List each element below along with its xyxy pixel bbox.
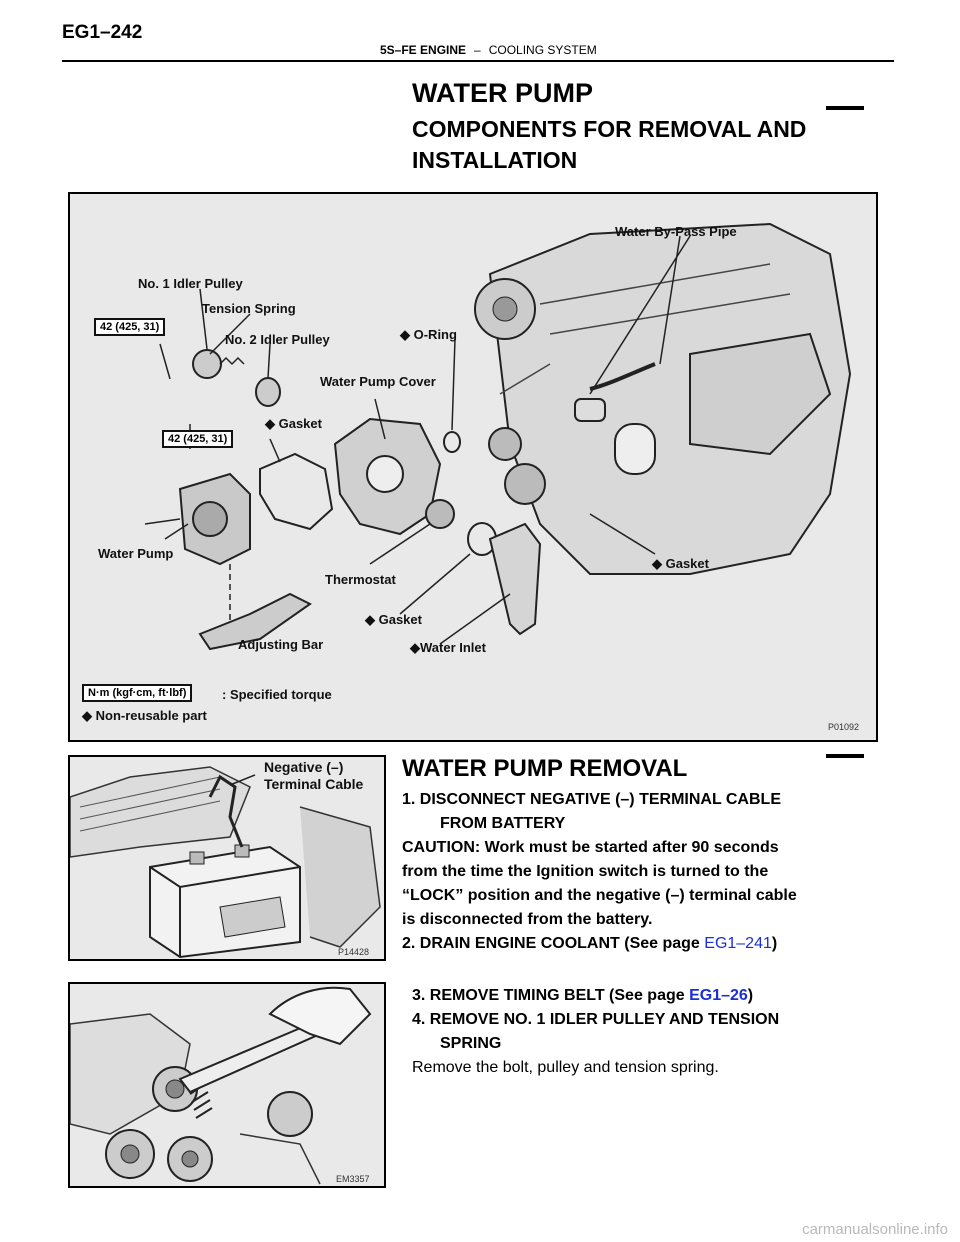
label-water-pump: Water Pump xyxy=(98,546,174,561)
caution-line-1: CAUTION: Work must be started after 90 s… xyxy=(402,839,779,856)
step-1-line-1: 1. DISCONNECT NEGATIVE (–) TERMINAL CABL… xyxy=(402,791,781,808)
step-2-text: 2. DRAIN ENGINE COOLANT (See page xyxy=(402,935,705,952)
section-dash: – xyxy=(474,43,481,57)
components-heading: COMPONENTS FOR REMOVAL AND INSTALLATION xyxy=(412,116,807,173)
battery-illustration xyxy=(70,766,381,959)
section-name: 5S–FE ENGINE xyxy=(380,43,467,57)
label-gasket-3: ◆ Gasket xyxy=(652,556,709,571)
label-adjusting-bar: Adjusting Bar xyxy=(238,637,324,652)
torque-spec-1: 42 (425, 31) xyxy=(94,318,166,336)
battery-figure: Negative (–) Terminal Cable P14428 xyxy=(68,755,386,961)
legend-specified-torque: : Specified torque xyxy=(222,687,332,702)
section-header: 5S–FE ENGINE–COOLING SYSTEM xyxy=(380,43,597,57)
step-4-line-2: SPRING xyxy=(440,1035,502,1052)
legend-non-reusable: ◆ Non-reusable part xyxy=(82,708,207,723)
label-water-bypass-pipe: Water By-Pass Pipe xyxy=(615,224,737,239)
step-3-close: ) xyxy=(747,987,754,1004)
link-eg1-241[interactable]: EG1–241 xyxy=(704,935,772,952)
step-4-line-1: 4. REMOVE NO. 1 IDLER PULLEY AND TENSION xyxy=(412,1011,780,1028)
subsection-name: COOLING SYSTEM xyxy=(488,43,597,57)
components-figure: Water By-Pass Pipe No. 1 Idler Pulley Te… xyxy=(68,192,878,742)
page-number: EG1–242 xyxy=(62,22,143,43)
label-thermostat: Thermostat xyxy=(325,572,396,587)
torque-spec-2: 42 (425, 31) xyxy=(162,430,234,448)
label-negative: Negative (–) xyxy=(264,759,344,775)
legend-torque-box: N·m (kgf·cm, ft·lbf) xyxy=(82,684,193,702)
timing-belt-illustration xyxy=(70,986,372,1185)
caution-line-3: “LOCK” position and the negative (–) ter… xyxy=(402,887,797,904)
watermark: carmanualsonline.info xyxy=(802,1221,948,1238)
step-3-text: 3. REMOVE TIMING BELT (See page xyxy=(412,987,690,1004)
step-3: 3. REMOVE TIMING BELT (See page EG1–26) xyxy=(412,984,753,1008)
caution-line-4: is disconnected from the battery. xyxy=(402,911,653,928)
label-no1-idler-pulley: No. 1 Idler Pulley xyxy=(138,276,243,291)
figure-code-timing: EM3357 xyxy=(336,1174,370,1184)
label-o-ring: ◆ O-Ring xyxy=(400,327,457,342)
label-no2-idler-pulley: No. 2 Idler Pulley xyxy=(225,332,330,347)
step-4-body: Remove the bolt, pulley and tension spri… xyxy=(412,1059,719,1076)
components-illustration xyxy=(144,222,852,651)
caution-line-2: from the time the Ignition switch is tur… xyxy=(402,863,769,880)
removal-heading: WATER PUMP REMOVAL xyxy=(402,755,688,782)
step-2: 2. DRAIN ENGINE COOLANT (See page EG1–24… xyxy=(402,932,777,956)
link-eg1-26[interactable]: EG1–26 xyxy=(689,987,748,1004)
label-water-pump-cover: Water Pump Cover xyxy=(320,374,436,389)
label-gasket-2: ◆ Gasket xyxy=(365,612,422,627)
reference-code-mark-2 xyxy=(826,754,864,758)
reference-code-mark xyxy=(826,106,864,110)
label-terminal-cable: Terminal Cable xyxy=(264,776,364,792)
figure-code-components: P01092 xyxy=(828,722,860,732)
step-1-line-2: FROM BATTERY xyxy=(440,815,566,832)
page-title: WATER PUMP xyxy=(412,78,593,108)
figure-code-battery: P14428 xyxy=(338,947,370,957)
label-tension-spring: Tension Spring xyxy=(202,301,296,316)
label-water-inlet: ◆Water Inlet xyxy=(410,640,486,655)
header-rule xyxy=(62,60,894,62)
label-gasket-1: ◆ Gasket xyxy=(265,416,322,431)
step-2-close: ) xyxy=(771,935,778,952)
timing-belt-figure: EM3357 xyxy=(68,982,386,1188)
